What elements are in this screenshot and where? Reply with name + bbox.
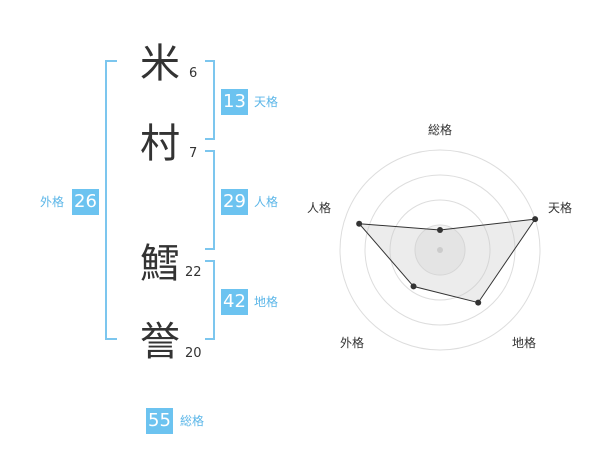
radar-ring-2 [389,199,491,301]
radar-axis-label-0: 総格 [428,122,452,137]
gaikaku-label: 外格 [40,195,65,209]
radar-point-0 [437,227,443,233]
name-char-2: 村 [140,121,180,167]
chikaku-bracket [205,260,215,340]
jinkaku-label: 人格 [254,195,279,209]
soukaku-value: 55 [146,408,173,434]
jinkaku-value: 29 [221,189,248,215]
radar-axis-label-2: 地格 [512,335,536,350]
radar-ring-1 [414,224,466,276]
gaikaku-value: 26 [72,189,99,215]
jinkaku-bracket [205,150,215,250]
radar-area [358,218,537,304]
soukaku-label: 総格 [180,414,205,428]
radar-point-3 [410,283,417,290]
radar-axis-label-4: 人格 [307,200,331,215]
radar-point-1 [532,216,539,223]
gaikaku-bracket [105,60,117,340]
chikaku-value: 42 [221,289,248,315]
radar-axis-label-3: 外格 [340,335,364,350]
stroke-count-2: 7 [189,146,198,161]
radar-ring-3 [364,174,516,326]
name-char-4: 誉 [140,319,180,365]
radar-point-4 [356,220,363,227]
stroke-count-3: 22 [185,265,202,280]
stroke-count-4: 20 [185,346,202,361]
stroke-count-1: 6 [189,66,198,81]
name-char-1: 米 [140,41,180,87]
radar-point-2 [475,299,482,306]
chikaku-label: 地格 [254,295,279,309]
tenkaku-label: 天格 [254,95,279,109]
radar-ring-4 [339,149,541,351]
radar-center [437,247,443,253]
tenkaku-bracket [205,60,215,140]
tenkaku-value: 13 [221,89,248,115]
radar-axis-label-1: 天格 [548,200,572,215]
name-char-3: 鱈 [140,241,180,287]
